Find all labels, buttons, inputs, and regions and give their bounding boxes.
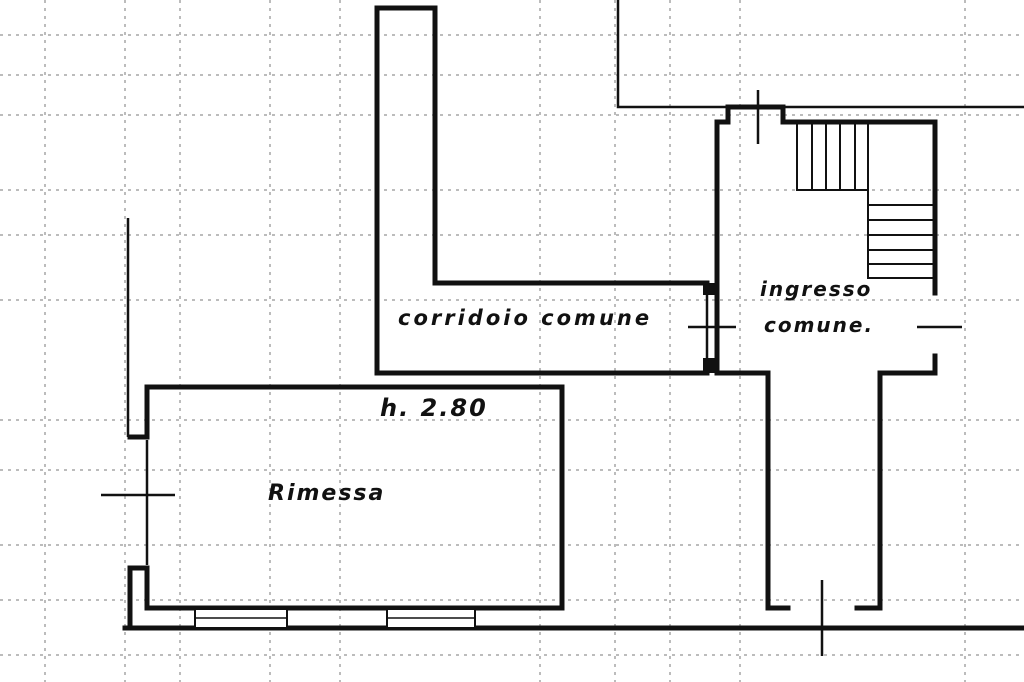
upper-building-wall xyxy=(616,0,1024,109)
entrance-label-line1: ingresso xyxy=(760,277,873,301)
corridor-door-jamb xyxy=(703,358,715,373)
garage-height-label: h. 2.80 xyxy=(380,394,488,422)
garage-wall xyxy=(127,384,565,611)
staircase xyxy=(796,122,935,279)
entrance-wall xyxy=(714,119,791,611)
corridor-door-jamb xyxy=(703,283,715,295)
corridor-label: corridoio comune xyxy=(398,306,653,330)
corridor-wall xyxy=(374,5,710,376)
garage-label: Rimessa xyxy=(268,481,386,506)
entrance-wall xyxy=(714,104,938,296)
entrance-label-line2: comune. xyxy=(764,313,875,337)
entrance-wall xyxy=(854,353,938,611)
garage-window xyxy=(386,608,476,629)
garage-window xyxy=(194,608,288,629)
